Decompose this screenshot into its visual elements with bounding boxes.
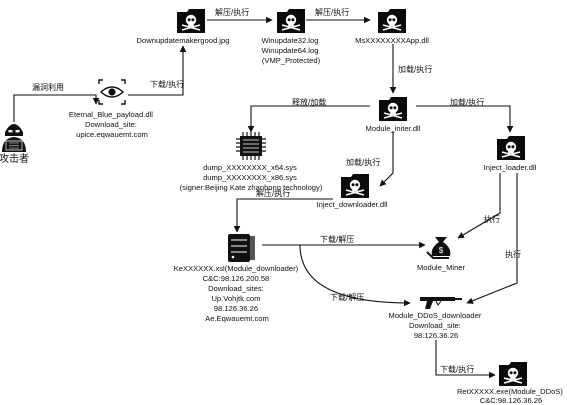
- chip-icon: [236, 132, 266, 160]
- edge-label: 下载/执行: [150, 79, 184, 89]
- module-initer-text: Module_initer.dll: [366, 124, 421, 133]
- node-kexsl-module-downloader: KeXXXXXX.xsl(Module_downloader) C&C:98.1…: [174, 234, 301, 323]
- node-module-miner: $ Module_Miner: [417, 237, 466, 272]
- edge-injectdownloader-to-kexsl: 解压/执行: [233, 188, 333, 233]
- node-downupdatemakergood: Downupdatemakergood.jpg: [137, 8, 230, 45]
- edge-attacker-to-eternal: 漏洞利用: [13, 82, 100, 122]
- module-ddos-downloader-text: Module_DDoS_downloader Download_site: 98…: [389, 311, 484, 340]
- skull-folder-icon: [496, 135, 526, 161]
- kexsl-text: KeXXXXXX.xsl(Module_downloader) C&C:98.1…: [174, 264, 301, 323]
- server-icon: [228, 234, 255, 262]
- node-winupdate-logs: Winupdate32.log Winupdate64.log (VMP_Pro…: [261, 8, 321, 65]
- edge-injectloader-to-miner: 执行: [457, 173, 501, 239]
- node-module-ddos-downloader: Module_DDoS_downloader Download_site: 98…: [389, 297, 484, 340]
- module-miner-text: Module_Miner: [417, 263, 466, 272]
- edge-label: 下载/解压: [320, 234, 354, 244]
- downupdate-text: Downupdatemakergood.jpg: [137, 36, 230, 45]
- eye-icon: [98, 79, 126, 105]
- node-retexe-module-ddos: RetXXXXX.exe(Module_DDoS) C&C:98.126.36.…: [457, 361, 565, 405]
- edge-label: 下载/执行: [440, 364, 474, 374]
- node-attacker: 攻击者: [0, 124, 29, 165]
- edge-label: 解压/执行: [256, 188, 290, 198]
- skull-folder-icon: [377, 8, 407, 34]
- skull-folder-icon: [378, 96, 408, 122]
- edge-ddos-to-retexe: 下载/执行: [435, 340, 496, 379]
- edge-label: 下载/解压: [330, 292, 364, 302]
- edge-label: 执行: [484, 214, 500, 224]
- attacker-label: 攻击者: [0, 152, 29, 165]
- edge-label: 加载/执行: [398, 64, 432, 74]
- edge-kexsl-to-miner: 下载/解压: [262, 234, 426, 249]
- edge-label: 加载/执行: [450, 97, 484, 107]
- msapp-text: MsXXXXXXXXApp.dll: [355, 36, 429, 45]
- skull-folder-icon: [276, 8, 306, 34]
- edge-label: 解压/执行: [315, 7, 349, 17]
- edge-label: 加载/执行: [346, 157, 380, 167]
- edge-kexsl-to-ddos: 下载/解压: [299, 244, 411, 307]
- edge-initer-to-dump: 释放/加载: [247, 97, 370, 133]
- node-eternal-blue-payload: Eternal_Blue_payload.dll Download_site: …: [69, 79, 155, 139]
- hacker-icon: [2, 124, 26, 152]
- edge-downupdate-to-winupdate: 解压/执行: [207, 7, 273, 24]
- edge-label: 执行: [505, 249, 521, 259]
- eternal-blue-text: Eternal_Blue_payload.dll Download_site: …: [69, 110, 155, 139]
- inject-loader-text: Inject_loader.dll: [484, 163, 537, 172]
- node-dump-sys: dump_XXXXXXXX_x64.sys dump_XXXXXXXX_x86.…: [180, 132, 323, 192]
- skull-folder-icon: [176, 8, 206, 34]
- edge-winupdate-to-msapp: 解压/执行: [306, 7, 371, 24]
- edge-injectloader-to-ddos: 执行: [466, 173, 521, 304]
- gun-icon: [420, 297, 462, 309]
- node-msapp-dll: MsXXXXXXXXApp.dll: [355, 8, 429, 45]
- edge-initer-to-injectdownloader: 加载/执行: [346, 131, 394, 187]
- winupdate-text: Winupdate32.log Winupdate64.log (VMP_Pro…: [261, 36, 320, 65]
- edge-label: 解压/执行: [215, 7, 249, 17]
- skull-folder-icon: [498, 361, 528, 387]
- money-bag-icon: $: [426, 237, 451, 259]
- node-module-initer: Module_initer.dll: [366, 96, 421, 133]
- node-inject-downloader: Inject_downloader.dll: [317, 173, 388, 209]
- edge-msapp-to-initer: 加载/执行: [389, 44, 432, 94]
- edge-eternal-to-downupdate: 下载/执行: [128, 45, 187, 96]
- retexe-text: RetXXXXX.exe(Module_DDoS) C&C:98.126.36.…: [457, 387, 565, 405]
- svg-text:$: $: [439, 246, 444, 255]
- edge-label: 释放/加载: [292, 97, 326, 107]
- inject-downloader-text: Inject_downloader.dll: [317, 200, 388, 209]
- node-inject-loader: Inject_loader.dll: [484, 135, 537, 172]
- dump-sys-text: dump_XXXXXXXX_x64.sys dump_XXXXXXXX_x86.…: [180, 163, 323, 192]
- edge-initer-to-injectloader: 加载/执行: [416, 97, 514, 133]
- edge-label: 漏洞利用: [32, 82, 64, 92]
- skull-folder-icon: [340, 173, 370, 199]
